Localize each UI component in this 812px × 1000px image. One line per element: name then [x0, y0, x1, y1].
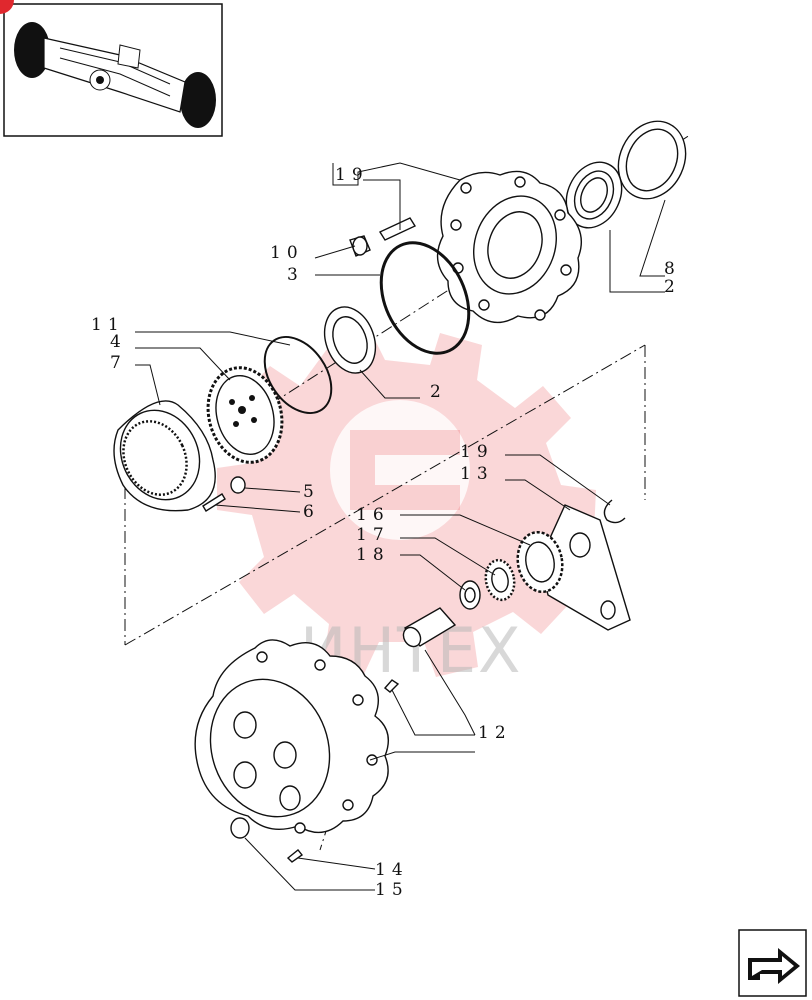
callout-18: 18 — [356, 545, 390, 565]
snap-ring-part[interactable] — [251, 325, 345, 426]
callout-16: 16 — [356, 505, 390, 525]
callout-12: 12 — [478, 723, 512, 743]
callout-8: 8 — [664, 259, 681, 279]
plug-part[interactable] — [349, 235, 371, 257]
callout-19-lower: 19 — [460, 442, 494, 462]
gear-carrier-part[interactable] — [198, 359, 292, 470]
planet-carrier-part[interactable] — [192, 639, 389, 834]
next-page-arrow-icon — [748, 948, 800, 984]
callout-labels: 19 10 3 8 2 11 4 7 2 19 13 5 6 16 17 18 … — [91, 165, 681, 900]
thrust-washer-part[interactable] — [459, 580, 481, 610]
callout-7: 7 — [110, 353, 127, 373]
planet-pin-part[interactable] — [400, 607, 457, 650]
screw-small-part[interactable] — [202, 493, 226, 512]
circlip-part[interactable] — [603, 499, 626, 524]
bushing-part[interactable] — [230, 476, 246, 494]
screw-housing-part[interactable] — [383, 679, 400, 693]
callout-11: 11 — [91, 315, 125, 335]
bearing-lower-part[interactable] — [316, 300, 384, 380]
callout-10: 10 — [270, 243, 304, 263]
leader-lines — [135, 162, 666, 891]
axle-thumbnail[interactable] — [0, 0, 223, 137]
callout-14: 14 — [375, 860, 409, 880]
bolt-part[interactable] — [286, 849, 304, 863]
callout-17: 17 — [356, 525, 390, 545]
axis-line-lower — [124, 344, 646, 646]
o-ring-part[interactable] — [364, 229, 486, 368]
next-page-button[interactable] — [738, 929, 807, 997]
callout-5: 5 — [303, 482, 320, 502]
callout-4: 4 — [110, 332, 127, 352]
pin-upper-part[interactable] — [378, 217, 417, 241]
callout-3: 3 — [287, 265, 304, 285]
thumbnail-marker — [0, 0, 14, 14]
bearing-upper-part[interactable] — [556, 153, 632, 237]
seal-ring-part[interactable] — [606, 110, 698, 210]
callout-2-upper: 2 — [664, 277, 681, 297]
callout-15: 15 — [375, 880, 409, 900]
locking-plate-part[interactable] — [539, 504, 631, 631]
hub-housing-part[interactable] — [436, 170, 582, 324]
callout-13: 13 — [460, 464, 494, 484]
ring-gear-part[interactable] — [106, 397, 216, 512]
drain-plug-part[interactable] — [230, 817, 250, 839]
callout-19-upper: 19 — [335, 165, 369, 185]
axle-assembly-icon — [14, 22, 216, 128]
planet-gear-part[interactable] — [513, 529, 567, 596]
callout-6: 6 — [303, 502, 320, 522]
callout-2-lower: 2 — [430, 382, 447, 402]
needle-bearing-part[interactable] — [483, 558, 518, 602]
